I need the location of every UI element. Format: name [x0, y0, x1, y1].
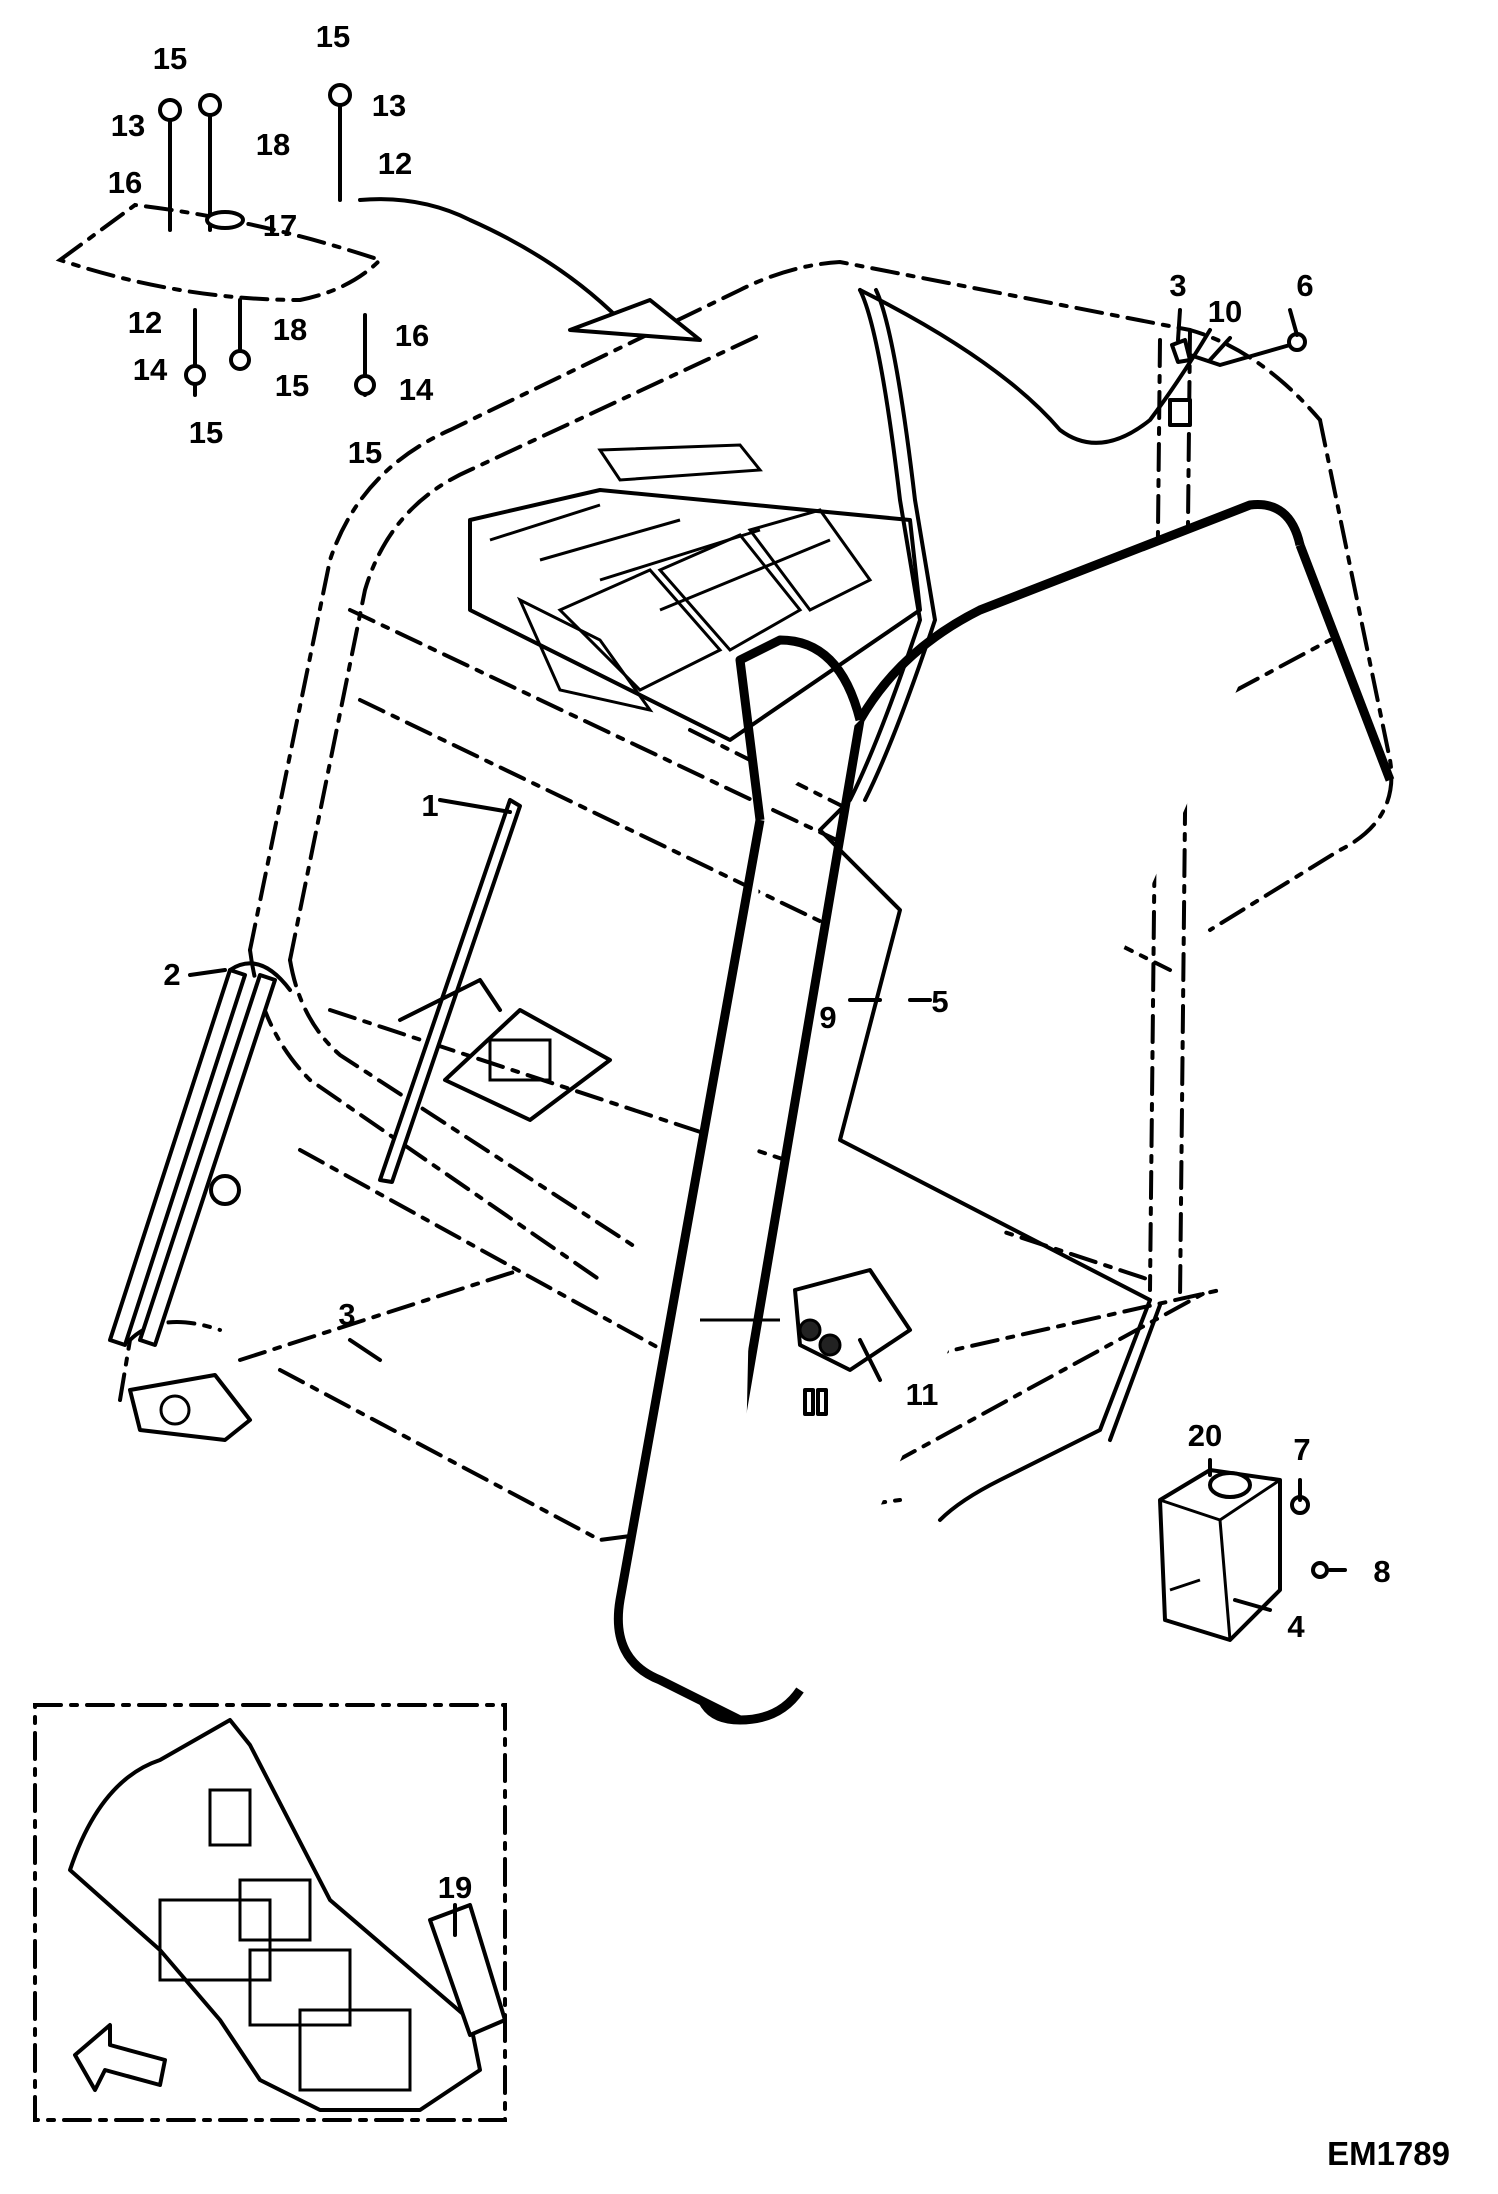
callout-8: 8 — [1373, 1554, 1390, 1589]
inset-detail — [33, 1703, 507, 2122]
callout-16-left: 16 — [108, 165, 142, 200]
callout-18-top: 18 — [256, 127, 290, 162]
callout-14-right: 14 — [399, 372, 434, 407]
callout-13-left: 13 — [111, 108, 145, 143]
callout-15-top-left: 15 — [153, 41, 187, 76]
callout-labels: 1 2 3 3 4 5 6 7 8 9 10 11 12 12 13 13 14… — [108, 19, 1391, 1905]
callout-18-bottom: 18 — [273, 312, 307, 347]
wiper-motor-mount — [443, 1008, 612, 1122]
callout-11: 11 — [906, 1377, 939, 1412]
figure-code: EM1789 — [1327, 2135, 1450, 2172]
nozzle-hardware — [1168, 332, 1307, 427]
front-roll-bar — [613, 500, 1395, 1725]
callout-15-bottom-mid: 15 — [275, 368, 309, 403]
wiper-arm-assembly — [108, 961, 292, 1442]
callout-13-right: 13 — [372, 88, 406, 123]
callout-14-left: 14 — [133, 352, 168, 387]
callout-15-top-right: 15 — [316, 19, 350, 54]
callout-12-bottom: 12 — [128, 305, 162, 340]
callout-20: 20 — [1188, 1418, 1222, 1453]
callout-4: 4 — [1287, 1609, 1305, 1644]
callout-5: 5 — [931, 984, 948, 1019]
callout-15-bottom-right: 15 — [348, 435, 382, 470]
callout-9: 9 — [819, 1000, 836, 1035]
callout-leaders — [188, 308, 1347, 1937]
callout-6: 6 — [1296, 268, 1313, 303]
washer-hose — [818, 288, 1212, 1522]
wiper-blade — [378, 798, 522, 1184]
callout-3-nozzle: 3 — [1169, 268, 1186, 303]
callout-7: 7 — [1293, 1432, 1310, 1467]
callout-2: 2 — [163, 957, 180, 992]
callout-12-top: 12 — [378, 146, 412, 181]
washer-reservoir — [1158, 1468, 1329, 1642]
callout-16-right: 16 — [395, 318, 429, 353]
exploded-hardware — [55, 83, 702, 397]
callout-19: 19 — [438, 1870, 472, 1905]
callout-10: 10 — [1208, 294, 1242, 329]
callout-1: 1 — [421, 788, 438, 823]
callout-15-bottom-left: 15 — [189, 415, 223, 450]
washer-switch — [700, 1268, 912, 1416]
callout-17: 17 — [263, 208, 297, 243]
callout-3-frame: 3 — [338, 1297, 355, 1332]
